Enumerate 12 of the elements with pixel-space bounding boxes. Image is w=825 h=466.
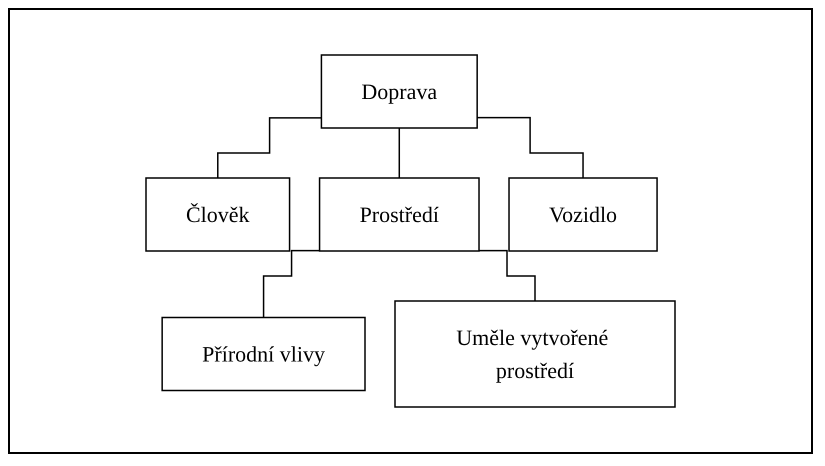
connector [477,116,584,179]
node-box [318,177,480,252]
connector [217,117,322,179]
connector [262,250,320,318]
connector [398,127,400,179]
connector [479,250,536,302]
diagram-frame: Doprava Člověk Prostředí Vozidlo Přírodní vlivy Uměle vytvořené prostředí [8,8,813,454]
node-box [320,54,478,129]
node-box [508,177,658,252]
node-box [145,177,290,252]
node-box [161,316,366,392]
node-box [394,300,676,408]
